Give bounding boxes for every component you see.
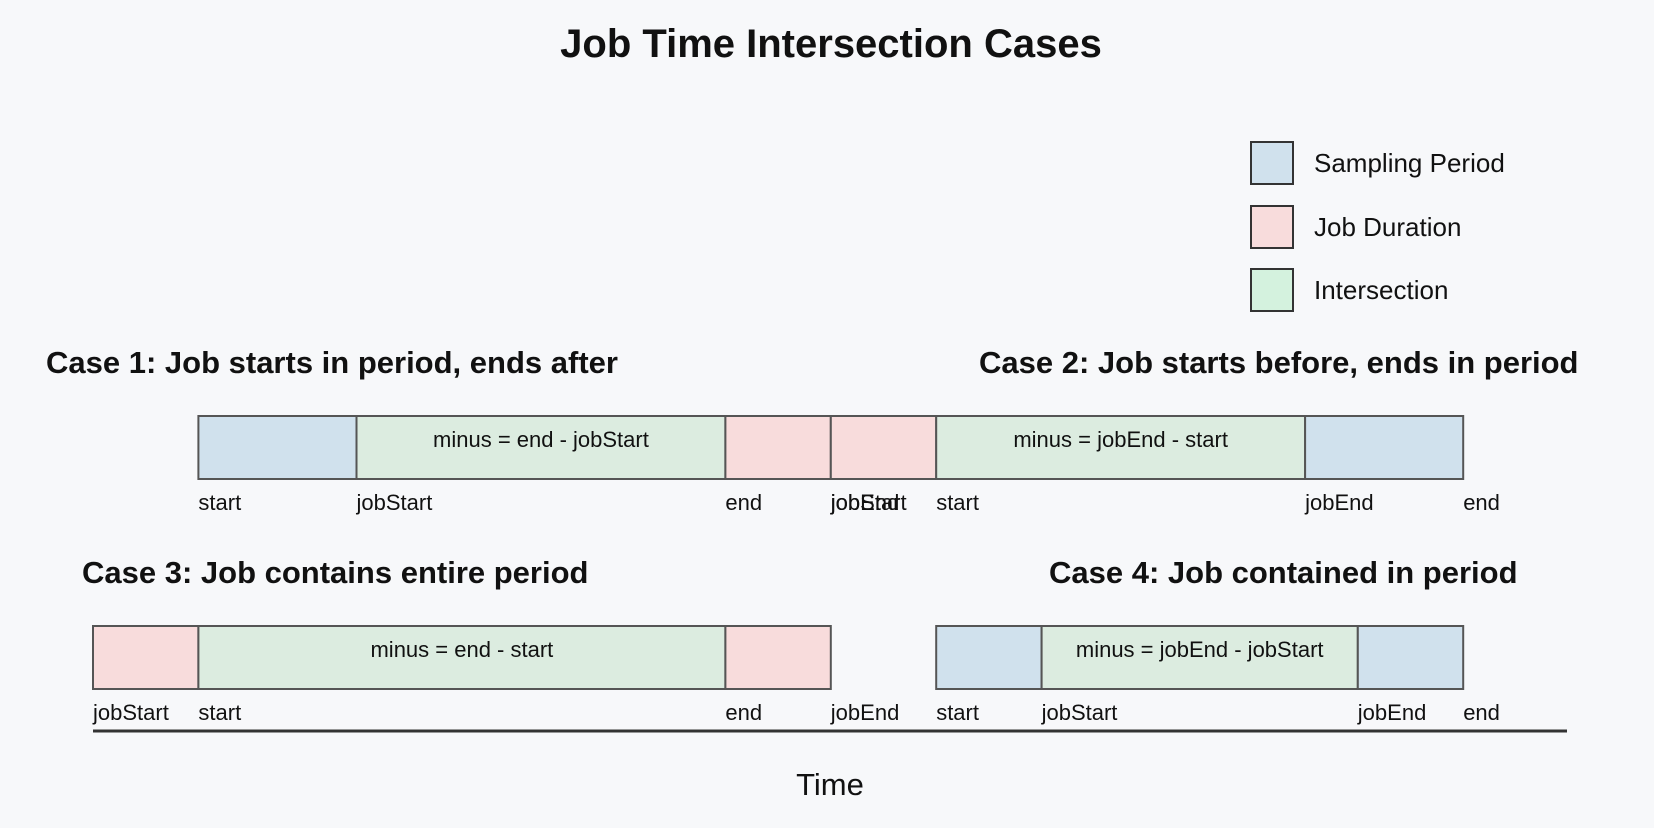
case-2-job-segment [829,415,938,480]
case-2-tick-end: end [1463,490,1500,515]
case-1-title: Case 1: Job starts in period, ends after [46,345,618,380]
time-axis-label: Time [796,767,864,802]
case-3-tick-start: start [198,700,241,725]
case-1-intersection-segment [355,415,727,480]
case-4-sampling-segment [1356,625,1465,690]
case-4-intersection-formula: minus = jobEnd - jobStart [1076,637,1324,662]
diagram-title: Job Time Intersection Cases [560,22,1102,66]
case-2-intersection-segment [935,415,1307,480]
case-2-bar: minus = jobEnd - start jobStart start jobEn… [829,415,1500,515]
case-bars: minus = end - jobStart start jobStart end jo… [92,415,1500,725]
case-4-title: Case 4: Job contained in period [1049,555,1518,590]
case-1-tick-jobEnd: jobEnd [830,490,900,515]
case-4-sampling-segment [935,625,1043,690]
case-4-tick-end: end [1463,700,1500,725]
case-2-intersection-formula: minus = jobEnd - start [1013,427,1228,452]
case-4-tick-jobEnd: jobEnd [1357,700,1427,725]
case-2-tick-start: start [936,490,979,515]
case-3-tick-jobStart: jobStart [92,700,169,725]
legend: Sampling Period Job Duration Intersectio… [1250,141,1505,312]
legend-label-intersection: Intersection [1314,275,1448,305]
case-4-tick-start: start [936,700,979,725]
case-3-job-segment [92,625,200,690]
case-4-bar: minus = jobEnd - jobStart start jobStart jo… [935,625,1500,725]
case-1-bar: minus = end - jobStart start jobStart end jo… [197,415,900,515]
case-2-title: Case 2: Job starts before, ends in perio… [979,345,1579,380]
legend-swatch-sampling [1250,141,1294,185]
case-3-bar: minus = end - start jobStart start end jobEn… [92,625,900,725]
case-3-job-segment [724,625,832,690]
case-1-intersection-formula: minus = end - jobStart [433,427,649,452]
legend-label-job: Job Duration [1314,212,1461,242]
case-3-title: Case 3: Job contains entire period [82,555,588,590]
case-3-tick-end: end [725,700,762,725]
case-1-tick-end: end [725,490,762,515]
legend-swatch-intersection [1250,268,1294,312]
case-2-sampling-segment [1304,415,1465,480]
legend-label-sampling: Sampling Period [1314,148,1505,178]
case-3-intersection-formula: minus = end - start [370,637,553,662]
case-1-sampling-segment [197,415,358,480]
legend-swatch-job [1250,205,1294,249]
case-2-tick-jobStart: jobStart [830,490,907,515]
case-3-intersection-segment [197,625,727,690]
case-2-tick-jobEnd: jobEnd [1304,490,1374,515]
case-4-tick-jobStart: jobStart [1041,700,1118,725]
case-1-job-segment [724,415,832,480]
case-3-tick-jobEnd: jobEnd [830,700,900,725]
case-1-tick-start: start [198,490,241,515]
case-1-tick-jobStart: jobStart [356,490,433,515]
